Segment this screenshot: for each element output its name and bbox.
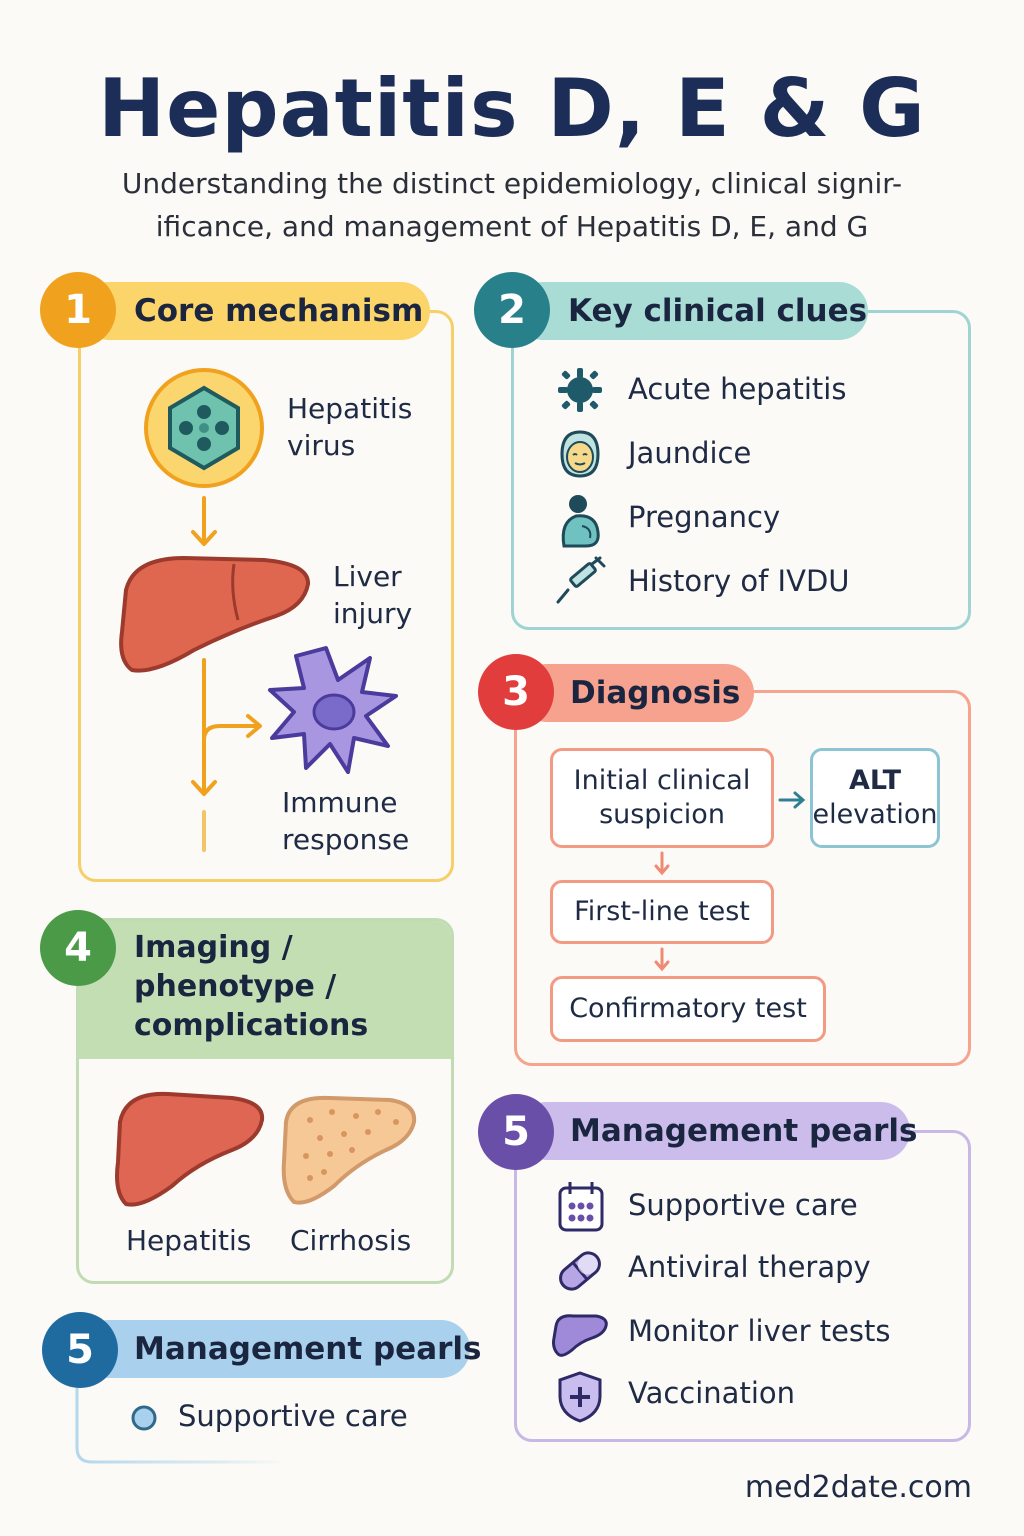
gear-virus-icon — [558, 368, 602, 412]
virus-icon — [144, 368, 264, 488]
alt-elevation-box: ALT elevation — [810, 748, 940, 848]
mgmt-monitor-liver-tests: Monitor liver tests — [628, 1314, 891, 1348]
clue-ivdu: History of IVDU — [628, 564, 850, 598]
clue-jaundice: Jaundice — [628, 436, 752, 470]
imaging-title: Imaging / phenotype / complications — [134, 930, 369, 1043]
core-mechanism-title: Core mechanism — [80, 282, 430, 340]
cirrhosis-liver-icon — [281, 1095, 417, 1205]
virus-label: Hepatitis virus — [287, 392, 413, 462]
hepatitis-label: Hepatitis — [126, 1224, 252, 1257]
subtitle-line-2: ificance, and management of Hepatitis D,… — [155, 210, 869, 243]
clue-pregnancy: Pregnancy — [628, 500, 781, 534]
management-left-badge: 5 — [42, 1312, 118, 1388]
management-left-title: Management pearls — [80, 1320, 481, 1378]
confirmatory-test-box: Confirmatory test — [550, 976, 826, 1042]
arrow-right-icon — [778, 791, 806, 809]
imaging-header-bg — [79, 921, 451, 1059]
monitor-liver-icon — [552, 1314, 608, 1357]
bullet-dot-icon — [131, 1405, 157, 1431]
clue-acute-hepatitis: Acute hepatitis — [628, 372, 847, 406]
clinical-clues-title: Key clinical clues — [514, 282, 868, 340]
shield-icon — [558, 1371, 602, 1423]
management-title: Management pearls — [518, 1102, 917, 1160]
subtitle-line-1: Understanding the distinct epidemiology,… — [121, 167, 903, 200]
mgmt-supportive-care: Supportive care — [628, 1188, 858, 1222]
diagnosis-title: Diagnosis — [518, 664, 754, 722]
hepatitis-liver-icon — [115, 1091, 265, 1207]
imaging-panel — [76, 918, 454, 1284]
clinical-clues-badge: 2 — [474, 272, 550, 348]
immune-cell-icon — [268, 646, 398, 774]
mechanism-flow-arrows — [191, 496, 262, 852]
pill-icon — [559, 1251, 601, 1291]
management-left-panel — [75, 1350, 287, 1464]
core-mechanism-badge: 1 — [40, 272, 116, 348]
calendar-icon — [558, 1182, 604, 1232]
first-line-test-box: First-line test — [550, 880, 774, 944]
imaging-badge: 4 — [40, 910, 116, 986]
page-title: Hepatitis D, E & G — [98, 62, 926, 155]
pregnant-person-icon — [561, 495, 600, 548]
management-badge: 5 — [478, 1094, 554, 1170]
mgmt-vaccination: Vaccination — [628, 1376, 796, 1410]
arrow-down-icon-2 — [654, 947, 670, 972]
face-icon — [560, 430, 600, 478]
diagnosis-badge: 3 — [478, 654, 554, 730]
mgmt-antiviral-therapy: Antiviral therapy — [628, 1250, 871, 1284]
initial-suspicion-box: Initial clinical suspicion — [550, 748, 774, 848]
page-subtitle: Understanding the distinct epidemiology,… — [60, 162, 964, 248]
site-watermark: med2date.com — [744, 1470, 972, 1505]
cirrhosis-label: Cirrhosis — [290, 1224, 412, 1257]
mgmt-left-supportive-care: Supportive care — [178, 1399, 408, 1433]
arrow-down-icon — [654, 851, 670, 876]
liver-icon — [119, 555, 310, 673]
syringe-icon — [556, 556, 606, 604]
liver-injury-label: Liver injury — [333, 560, 413, 630]
immune-response-label: Immune response — [282, 786, 410, 856]
